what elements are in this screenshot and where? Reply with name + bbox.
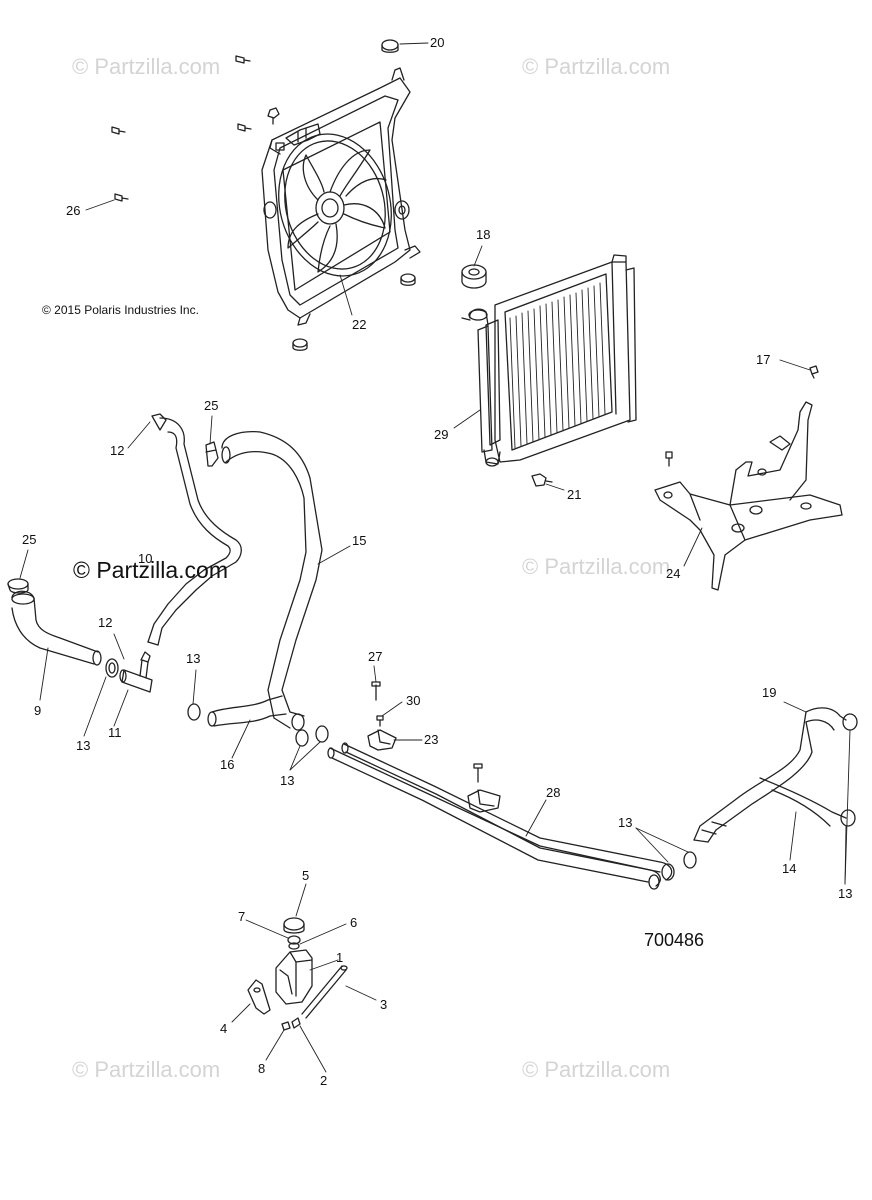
callout-label: 12	[98, 615, 113, 630]
fitting-11	[119, 651, 153, 693]
watermark-dark: © Partzilla.com	[73, 557, 228, 583]
callout-label: 30	[406, 693, 421, 708]
callout-label: 23	[424, 732, 439, 747]
callout-label: 13	[838, 886, 853, 901]
watermark: © Partzilla.com	[522, 54, 671, 79]
leader-lines	[19, 42, 851, 1073]
radiator	[461, 254, 637, 467]
callout-label: 13	[280, 773, 295, 788]
callout-label: 25	[22, 532, 37, 547]
callout-label: 9	[34, 703, 42, 718]
callout-label: 8	[258, 1061, 266, 1076]
callout-label: 21	[567, 487, 582, 502]
callout-label: 20	[430, 35, 445, 50]
callout-label: 4	[220, 1021, 228, 1036]
diagram-number: 700486	[644, 930, 705, 950]
coolant-reservoir	[247, 917, 348, 1031]
callout-label: 22	[352, 317, 367, 332]
callout-label: 24	[666, 566, 681, 581]
callout-label: 29	[434, 427, 449, 442]
clamp-23	[367, 681, 501, 813]
clamp-25	[205, 441, 219, 467]
fan-shroud-assembly	[261, 67, 421, 326]
callout-label: 15	[352, 533, 367, 548]
callout-label: 16	[220, 757, 235, 772]
callout-label: 6	[350, 915, 358, 930]
callout-label: 13	[186, 651, 201, 666]
callout-label: 19	[762, 685, 777, 700]
callout-label: 13	[618, 815, 633, 830]
callout-label: 18	[476, 227, 491, 242]
callout-label: 25	[204, 398, 219, 413]
drain-plug	[531, 473, 553, 487]
callout-label: 13	[76, 738, 91, 753]
watermark: © Partzilla.com	[72, 1057, 221, 1082]
callout-label: 26	[66, 203, 81, 218]
callout-label: 12	[110, 443, 125, 458]
radiator-bracket	[654, 365, 843, 591]
tube-28	[327, 742, 697, 890]
callout-label: 2	[320, 1073, 328, 1088]
hose-16	[207, 695, 287, 727]
watermark: © Partzilla.com	[522, 1057, 671, 1082]
fan-hardware	[111, 39, 416, 351]
callout-label: 7	[238, 909, 246, 924]
hose-10	[147, 413, 242, 646]
callout-label: 14	[782, 861, 797, 876]
callout-label: 5	[302, 868, 310, 883]
callout-label: 3	[380, 997, 388, 1012]
callout-label: 11	[108, 725, 122, 740]
callout-label: 17	[756, 352, 771, 367]
callout-label: 1	[336, 950, 344, 965]
hose-19-14	[693, 707, 858, 843]
clamp-13-left	[105, 658, 329, 747]
radiator-cap	[461, 264, 487, 289]
callout-label: 28	[546, 785, 561, 800]
hose-15	[221, 430, 323, 731]
watermark: © Partzilla.com	[72, 54, 221, 79]
clamp-25-left	[7, 578, 29, 594]
callout-label: 27	[368, 649, 383, 664]
hose-9	[11, 590, 102, 666]
watermark: © Partzilla.com	[522, 554, 671, 579]
callout-label: 10	[138, 551, 153, 566]
copyright-text: © 2015 Polaris Industries Inc.	[42, 303, 199, 317]
